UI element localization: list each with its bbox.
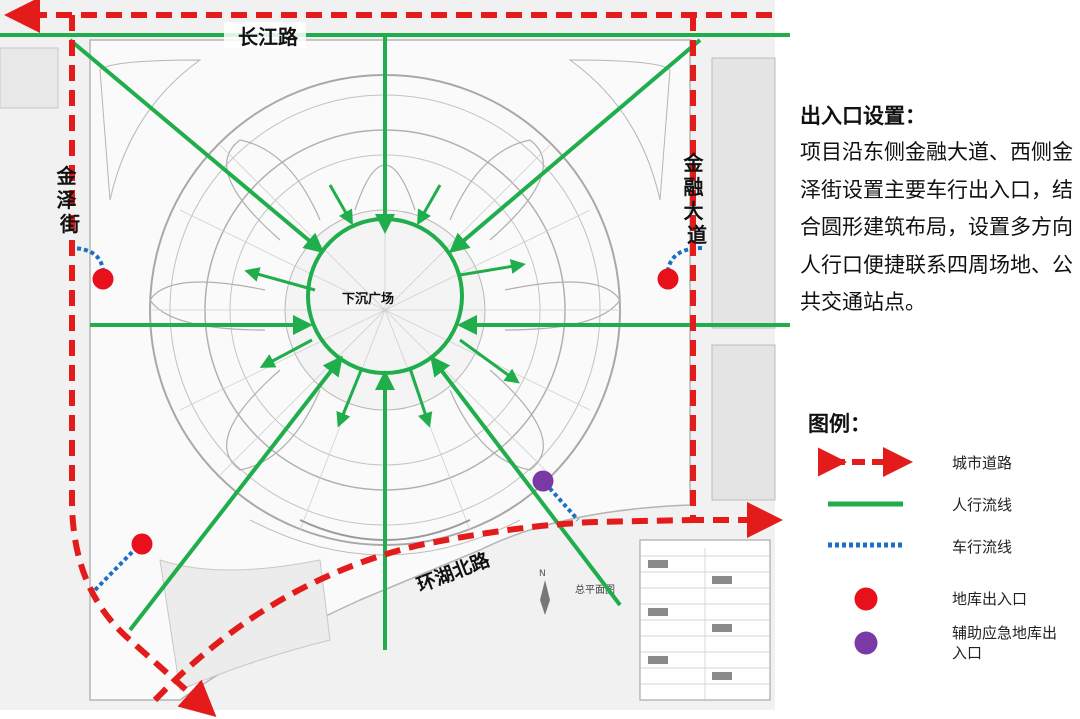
road-label-east-char-3: 大 xyxy=(684,199,704,223)
legend-title: 图例： xyxy=(808,412,871,436)
pedestrian-flow-lines xyxy=(0,33,790,650)
base-drawing xyxy=(0,0,776,710)
info-panel: 出入口设置： 项目沿东侧金融大道、西侧金泽街设置主要车行出入口，结合圆形建筑布局… xyxy=(800,100,1075,322)
road-label-west: 金 泽 街 xyxy=(56,164,84,236)
road-label-west-char-2: 泽 xyxy=(57,188,77,212)
legend-label-vehicle-flow: 车行流线 xyxy=(952,538,1013,556)
panel-title: 出入口设置： xyxy=(800,104,926,128)
emergency-garage-entrance xyxy=(532,470,554,492)
legend-label-garage-entrance: 地库出入口 xyxy=(952,590,1028,608)
garage-entrance-west xyxy=(92,268,114,290)
inner-dispersal-arrows xyxy=(244,184,526,428)
city-road-lines xyxy=(4,0,783,717)
legend-emergency-garage-entrance-icon xyxy=(854,631,878,655)
road-label-east-char-1: 金 xyxy=(683,151,705,175)
road-label-west-char-3: 街 xyxy=(59,212,80,236)
road-label-east: 金 融 大 道 xyxy=(683,151,711,247)
north-arrow-label: N xyxy=(539,569,546,579)
garage-entrance-southwest xyxy=(131,533,153,555)
vehicle-flow-lines xyxy=(69,246,703,592)
legend-label-city-road: 城市道路 xyxy=(952,454,1013,472)
legend-label-emergency-garage-entrance: 辅助应急地库出入口 xyxy=(952,624,1058,662)
road-label-east-char-4: 道 xyxy=(687,223,707,247)
panel-description: 项目沿东侧金融大道、西侧金泽街设置主要车行出入口，结合圆形建筑布局，设置多方向人… xyxy=(800,140,1073,314)
garage-entrance-east xyxy=(657,268,679,290)
road-label-east-char-2: 融 xyxy=(684,175,704,199)
road-label-north: 长江路 xyxy=(238,25,299,49)
legend-symbols xyxy=(818,447,913,655)
legend-garage-entrance-icon xyxy=(854,587,878,611)
road-label-west-char-1: 金 xyxy=(56,164,78,188)
site-plan-map: N 总平面图 xyxy=(0,0,790,717)
legend-label-pedestrian-flow: 人行流线 xyxy=(952,496,1013,514)
road-label-center: 下沉广场 xyxy=(342,291,394,307)
